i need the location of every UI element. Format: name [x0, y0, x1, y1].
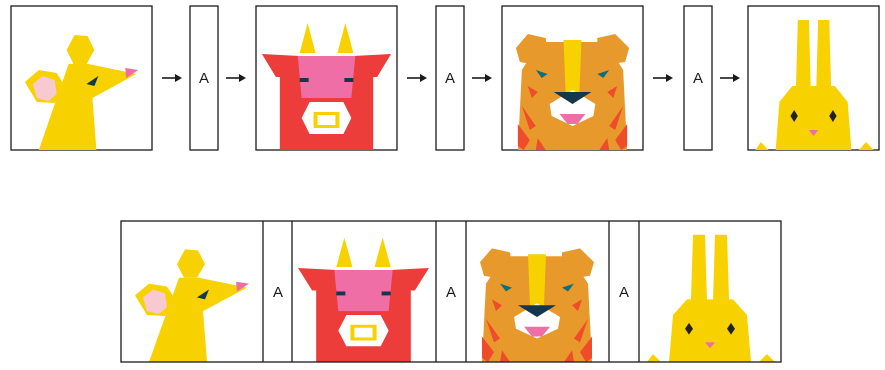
rabbit-block — [747, 5, 880, 151]
strip-label: A — [693, 70, 703, 87]
strip-label: A — [273, 284, 283, 301]
sashing-strip-frame — [189, 5, 219, 151]
rabbit-illustration — [647, 234, 775, 362]
rabbit-block — [647, 234, 775, 362]
ox-block — [298, 237, 429, 362]
arrow-right-icon — [162, 74, 182, 82]
tiger-illustration — [480, 248, 594, 362]
bottom-row-joined: A A A — [120, 220, 782, 363]
rat-illustration — [135, 249, 249, 362]
ox-illustration — [298, 237, 429, 362]
sashing-strip: A — [189, 5, 219, 151]
arrow-right-icon — [407, 74, 427, 82]
rat-block — [135, 249, 249, 362]
strip-label: A — [445, 70, 455, 87]
arrow-right-icon — [720, 74, 740, 82]
strip-label: A — [199, 70, 209, 87]
rat-block — [10, 5, 153, 151]
top-row-sequence: A A — [10, 5, 880, 151]
tiger-block — [501, 5, 644, 151]
sashing-strip-frame — [683, 5, 713, 151]
sashing-strip: A — [435, 5, 465, 151]
tiger-illustration — [515, 34, 630, 150]
arrow-right-icon — [653, 74, 673, 82]
ox-block — [255, 5, 398, 151]
strip-label: A — [446, 284, 456, 301]
sashing-strip-frame — [435, 5, 465, 151]
arrow-right-icon — [226, 74, 246, 82]
tiger-block — [480, 248, 594, 362]
arrow-right-icon — [472, 74, 492, 82]
joined-row-frame — [120, 220, 782, 363]
strip-label: A — [619, 284, 629, 301]
sashing-strip: A — [683, 5, 713, 151]
